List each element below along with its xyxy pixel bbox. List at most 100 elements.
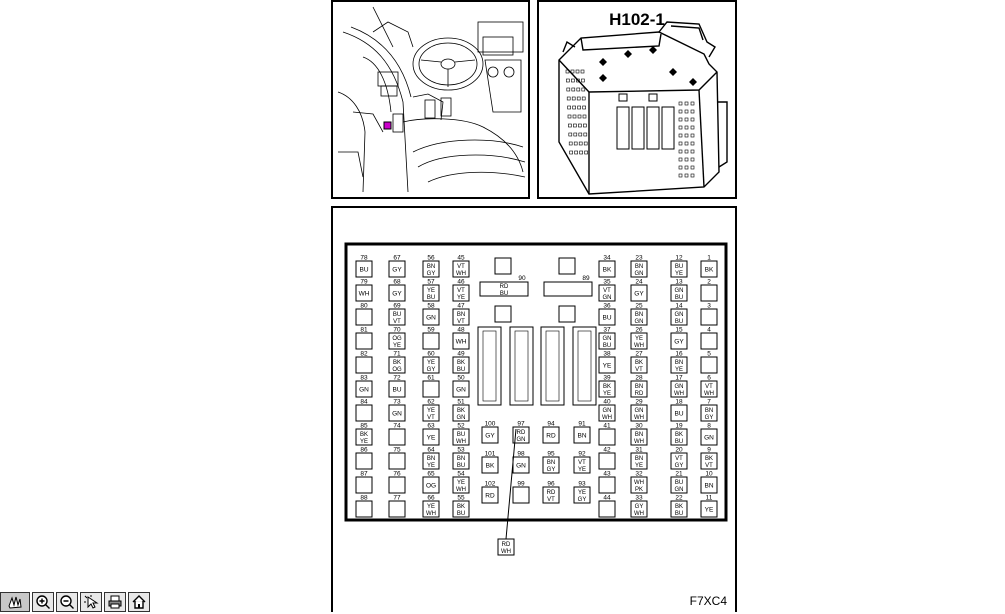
- pin-cavity: [630, 500, 648, 518]
- pointer-icon: [84, 595, 99, 609]
- pin-cavity: [422, 332, 440, 350]
- blank-cavity: [494, 257, 512, 275]
- pin-cavity: [481, 486, 499, 504]
- pin-number: 80: [360, 303, 368, 310]
- pin-number: 14: [675, 303, 683, 310]
- wire-color-stripe: YE: [393, 343, 401, 349]
- pin-cavity: [700, 428, 718, 446]
- pin-cavity: [670, 308, 688, 326]
- pin-cavity: [573, 456, 591, 474]
- wire-color: BN: [705, 408, 713, 414]
- pin-number: 69: [393, 303, 401, 310]
- blank-cavity: [558, 305, 576, 323]
- connector-cavity: [684, 101, 689, 106]
- pin-cavity: [670, 284, 688, 302]
- pin-number: 42: [603, 447, 611, 454]
- connector-cavity: [573, 141, 578, 146]
- wire-color-stripe: WH: [704, 391, 714, 397]
- wire-color: YE: [427, 504, 435, 510]
- pin-cavity: [422, 500, 440, 518]
- wire-color: RD: [500, 284, 509, 290]
- connector-cavity: [582, 114, 587, 119]
- connector-cavity: [690, 117, 695, 122]
- wire-color-stripe: GN: [635, 271, 644, 277]
- wire-color: VT: [675, 456, 683, 462]
- wire-color: BN: [635, 384, 643, 390]
- connector-cavity: [579, 150, 583, 155]
- connector-cavity: [576, 87, 581, 92]
- wire-color: GY: [635, 504, 644, 510]
- pin-number: 34: [603, 255, 611, 262]
- pin-cavity: [598, 404, 616, 422]
- pin-88: 88: [355, 495, 373, 518]
- pin-number: 48: [457, 327, 465, 334]
- pin-cavity: [670, 260, 688, 278]
- connector-cavity: [572, 114, 577, 119]
- wire-color: YE: [427, 360, 435, 366]
- zoom-out-button[interactable]: [56, 592, 78, 612]
- wire-color: WH: [456, 339, 467, 346]
- wire-color-stripe: VT: [547, 497, 555, 503]
- connector-cavity: [684, 149, 689, 154]
- pin-5: 5: [700, 351, 718, 374]
- pin-number: 81: [360, 327, 368, 334]
- wire-color-stripe: GN: [457, 415, 466, 421]
- pin-44: 44: [598, 495, 616, 518]
- pin-number: 52: [457, 423, 465, 430]
- wire-color: BK: [360, 432, 368, 438]
- wire-color-stripe: WH: [634, 343, 644, 349]
- pin-number: 67: [393, 255, 401, 262]
- wire-color-stripe: GY: [675, 463, 684, 469]
- home-button[interactable]: [128, 592, 150, 612]
- pin-cavity: [388, 332, 406, 350]
- pin-84: 84: [355, 399, 373, 422]
- connector-cavity: [690, 149, 695, 154]
- pin-number: 100: [485, 421, 496, 428]
- pin-number: 18: [675, 399, 683, 406]
- wire-color-stripe: GN: [635, 319, 644, 325]
- zoom-in-button[interactable]: [32, 592, 54, 612]
- wire-color: YE: [427, 408, 435, 414]
- wire-color: BU: [359, 267, 368, 274]
- pin-number: 83: [360, 375, 368, 382]
- connector-cavity: [577, 105, 581, 110]
- connector-cavity: [574, 150, 578, 155]
- pin-cavity: [598, 500, 616, 518]
- wire-color: BN: [457, 312, 465, 318]
- connector-cavity: [678, 157, 683, 162]
- pin-cavity: [700, 404, 718, 422]
- pin-number: 32: [635, 471, 643, 478]
- hand-tool-button[interactable]: [0, 592, 30, 612]
- wire-color: BN: [704, 483, 713, 490]
- pointer-button[interactable]: [80, 592, 102, 612]
- pin-cavity: [479, 281, 529, 297]
- pin-cavity: [630, 404, 648, 422]
- blank-power-cavity-inner: [577, 330, 592, 402]
- pin-cavity: [422, 476, 440, 494]
- connector-cavity: [684, 173, 689, 178]
- pin-number: 57: [427, 279, 435, 286]
- viewer-toolbar: [0, 590, 166, 612]
- wire-color: GY: [634, 291, 644, 298]
- connector-cavity: [581, 96, 586, 101]
- pin-number: 68: [393, 279, 401, 286]
- connector-cavity: [678, 149, 683, 154]
- wire-color: YE: [427, 288, 435, 294]
- pin-number: 94: [547, 421, 555, 428]
- pin-42: 42: [598, 447, 616, 470]
- connector-cavity: [582, 105, 586, 110]
- wire-color-stripe: GN: [603, 295, 612, 301]
- print-button[interactable]: [104, 592, 126, 612]
- pin-number: 47: [457, 303, 465, 310]
- wire-color-stripe: WH: [634, 439, 644, 445]
